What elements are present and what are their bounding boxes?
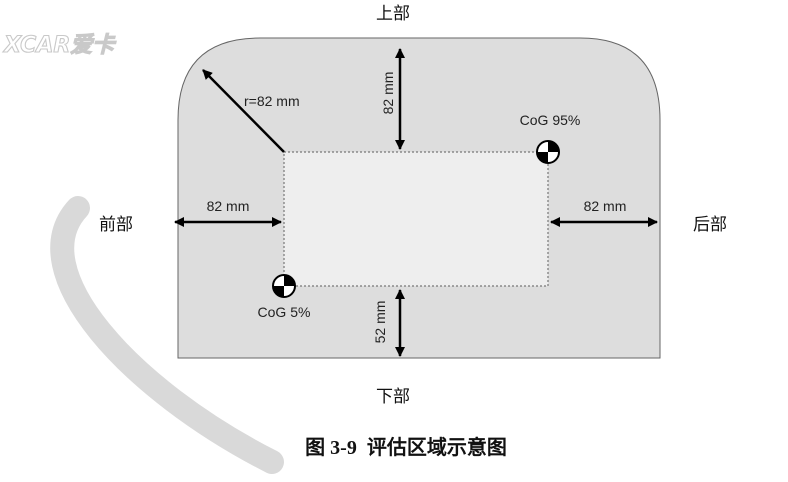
watermark-swoosh	[50, 196, 284, 474]
label-top: 上部	[376, 4, 410, 23]
label-bottom: 下部	[376, 387, 410, 406]
cog-rectangle	[283, 151, 549, 287]
bottom-gap-label: 52 mm	[372, 301, 388, 344]
label-front: 前部	[99, 215, 133, 234]
right-gap-label: 82 mm	[584, 198, 627, 214]
radius-arrow	[202, 69, 285, 153]
cog-95-label: CoG 95%	[520, 112, 581, 128]
watermark-logo: XCAR爱卡	[2, 33, 116, 58]
label-rear: 后部	[693, 215, 727, 234]
cog-95-marker	[536, 140, 560, 164]
figure-caption: 图 3-9 评估区域示意图	[305, 435, 507, 459]
top-gap-label: 82 mm	[380, 72, 396, 115]
left-gap-label: 82 mm	[207, 198, 250, 214]
cog-5-label: CoG 5%	[258, 304, 311, 320]
cog-5-marker	[272, 274, 296, 298]
radius-label: r=82 mm	[244, 93, 300, 109]
